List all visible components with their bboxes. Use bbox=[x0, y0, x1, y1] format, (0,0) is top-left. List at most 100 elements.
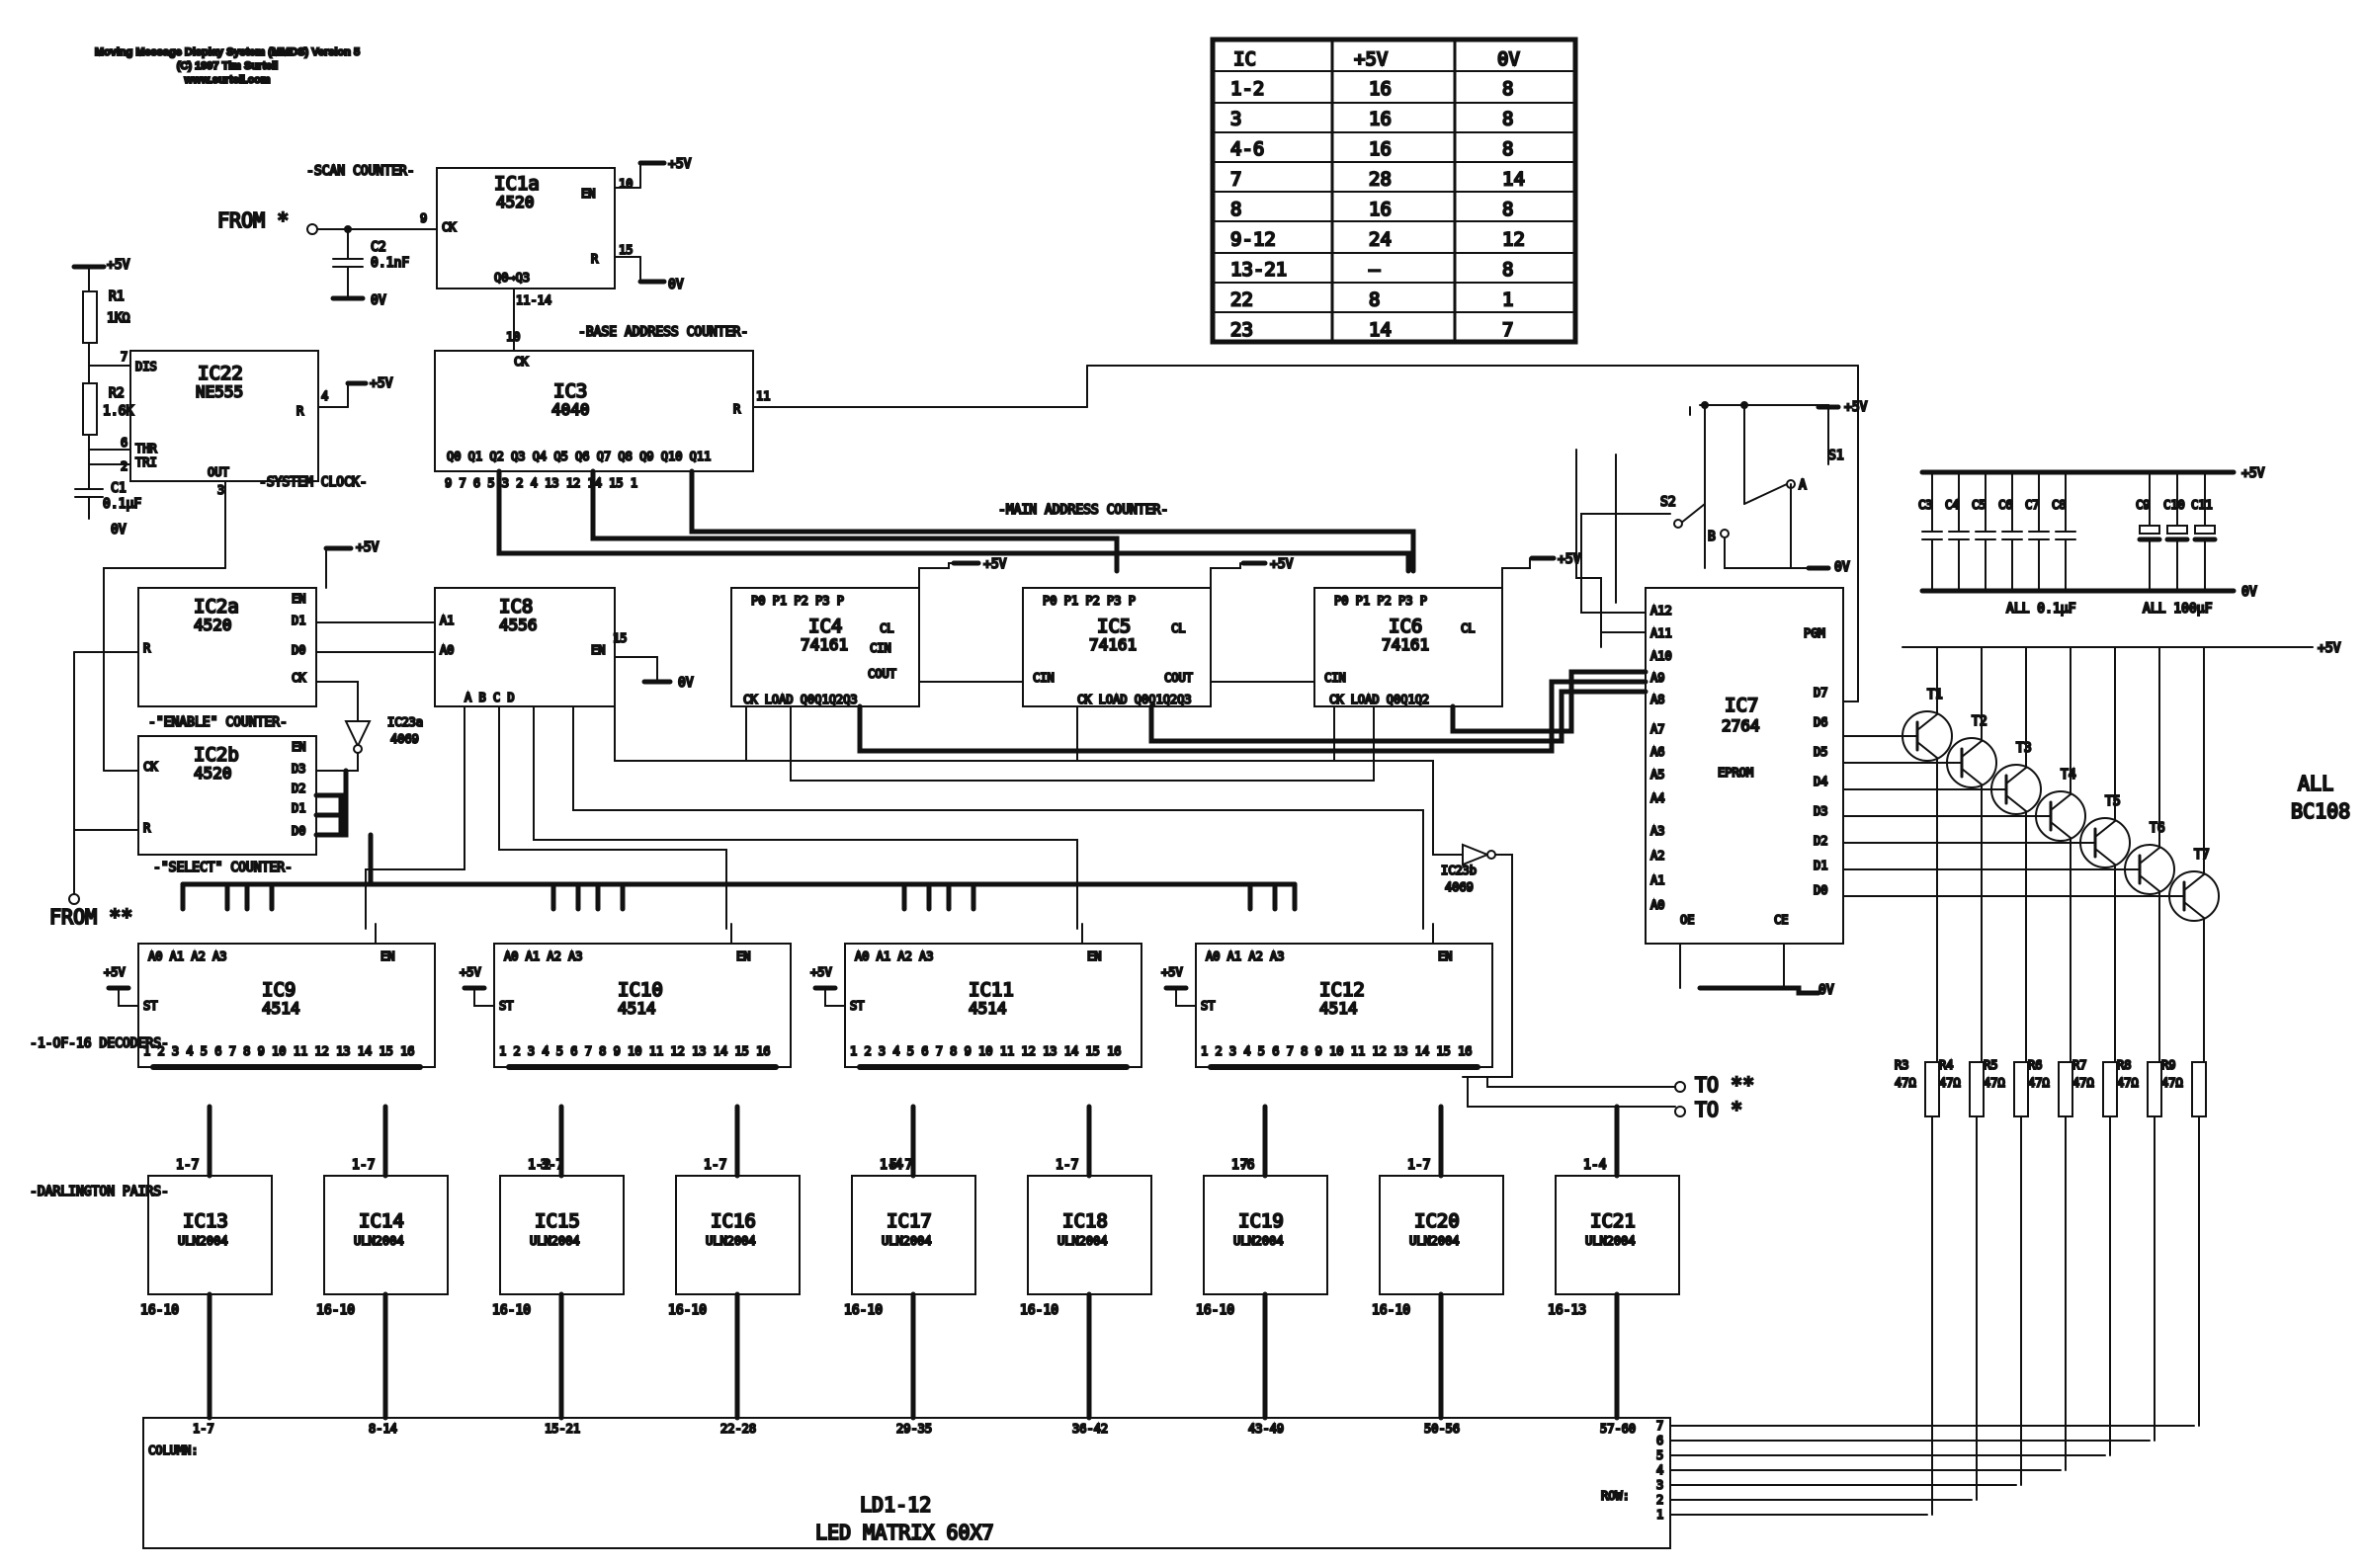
svg-text:P0 P1 P2 P3 P: P0 P1 P2 P3 P bbox=[1043, 594, 1136, 608]
column-range: 36-42 bbox=[1072, 1422, 1108, 1436]
table-cell-5v: 16 bbox=[1369, 78, 1392, 100]
r2-value: 1.6K bbox=[103, 404, 133, 419]
ic7-sub: EPROM bbox=[1718, 766, 1753, 780]
svg-text:+5V: +5V bbox=[370, 376, 393, 391]
cap-label: C3 bbox=[1918, 498, 1932, 512]
ic8-decoder: IC8 4556 A1 A0 EN A B C D 15 bbox=[434, 587, 628, 707]
darlington-name: IC19 bbox=[1238, 1210, 1284, 1232]
svg-text:+5V: +5V bbox=[1270, 557, 1294, 572]
resistor-value: 47Ω bbox=[2117, 1076, 2139, 1090]
transistor-row: T1R347ΩT2R447ΩT3R547ΩT4R647ΩT5R747ΩT6R84… bbox=[1842, 646, 2220, 1516]
r2-label: R2 bbox=[109, 386, 125, 401]
ic6-name: IC6 bbox=[1389, 616, 1422, 637]
svg-text:A7: A7 bbox=[1650, 722, 1664, 736]
darlington-in: 1-6 bbox=[1231, 1158, 1254, 1173]
svg-text:A9: A9 bbox=[1650, 671, 1664, 685]
darlington-in: 1-2 bbox=[528, 1158, 550, 1173]
svg-text:1 2 3 4 5 6 7 8 9 10 11 12 13: 1 2 3 4 5 6 7 8 9 10 11 12 13 14 15 16 bbox=[143, 1044, 415, 1058]
svg-text:CK: CK bbox=[292, 671, 306, 685]
darlington-out: 16-10 bbox=[140, 1303, 179, 1318]
svg-text:CK LOAD Q0Q1Q2Q3: CK LOAD Q0Q1Q2Q3 bbox=[743, 693, 858, 706]
table-cell-0v: 1 bbox=[1502, 289, 1513, 311]
table-cell-ic: 3 bbox=[1230, 109, 1241, 130]
to-star2-label: TO ** bbox=[1695, 1073, 1754, 1097]
svg-text:COUT: COUT bbox=[1164, 671, 1193, 685]
svg-text:D0: D0 bbox=[292, 643, 305, 657]
cap-label: C9 bbox=[2136, 498, 2150, 512]
darlington-in: 1-7 bbox=[352, 1158, 375, 1173]
darlington-in: 1-7 bbox=[1407, 1158, 1430, 1173]
darlington-out: 16-10 bbox=[1372, 1303, 1410, 1318]
ic12-type: 4514 bbox=[1319, 999, 1358, 1018]
table-cell-0v: 8 bbox=[1502, 259, 1513, 281]
cap-label: C5 bbox=[1972, 498, 1986, 512]
svg-text:1 2 3 4 5 6 7 8 9 10 11 12 13: 1 2 3 4 5 6 7 8 9 10 11 12 13 14 15 16 bbox=[850, 1044, 1122, 1058]
svg-text:+5V: +5V bbox=[2318, 641, 2341, 656]
svg-text:15: 15 bbox=[619, 243, 633, 257]
svg-text:+5V: +5V bbox=[2241, 466, 2265, 481]
table-cell-5v: 24 bbox=[1369, 229, 1392, 251]
table-cell-ic: 8 bbox=[1230, 199, 1241, 220]
ic2b-name: IC2b bbox=[194, 744, 239, 766]
ic7-type: 2764 bbox=[1722, 716, 1760, 735]
ic7-eprom: IC7 2764 EPROM A12 A11 A10 A9 A8 A7 A6 A… bbox=[1645, 587, 1844, 945]
darlington-type: ULN2004 bbox=[706, 1234, 756, 1248]
transistor-label: T1 bbox=[1927, 688, 1943, 702]
column-range: 29-35 bbox=[896, 1422, 932, 1436]
svg-text:CIN: CIN bbox=[1324, 671, 1346, 685]
table-cell-5v: 16 bbox=[1369, 199, 1392, 220]
ic8-name: IC8 bbox=[499, 596, 533, 618]
resistor-label: R8 bbox=[2117, 1058, 2131, 1072]
ic3-name: IC3 bbox=[553, 380, 587, 402]
all-cap1: ALL 0.1µF bbox=[2006, 602, 2076, 617]
system-clock-label: -SYSTEM CLOCK- bbox=[259, 475, 368, 490]
row-number: 4 bbox=[1656, 1463, 1663, 1477]
cap-label: C7 bbox=[2025, 498, 2039, 512]
svg-text:THR: THR bbox=[135, 442, 157, 455]
svg-text:CIN: CIN bbox=[870, 641, 891, 655]
svg-text:EN: EN bbox=[1087, 949, 1101, 963]
ic10-type: 4514 bbox=[618, 999, 656, 1018]
column-range: 43-49 bbox=[1248, 1422, 1284, 1436]
ic5-counter: IC5 74161 P0 P1 P2 P3 P CIN CK LOAD Q0Q1… bbox=[1022, 587, 1212, 707]
svg-text:P0 P1 P2 P3 P: P0 P1 P2 P3 P bbox=[1334, 594, 1427, 608]
darlington-name: IC17 bbox=[887, 1210, 932, 1232]
ic11-type: 4514 bbox=[969, 999, 1007, 1018]
table-cell-ic: 4-6 bbox=[1230, 138, 1264, 160]
ic6-counter: IC6 74161 P0 P1 P2 P3 P CIN CK LOAD Q0Q1… bbox=[1313, 587, 1503, 707]
table-cell-5v: 28 bbox=[1369, 169, 1392, 191]
svg-text:Q0→Q3: Q0→Q3 bbox=[494, 271, 530, 285]
svg-text:DIS: DIS bbox=[135, 360, 157, 373]
darlington-name: IC21 bbox=[1590, 1210, 1636, 1232]
svg-text:D0: D0 bbox=[292, 824, 305, 838]
ic3-type: 4040 bbox=[551, 400, 590, 419]
svg-text:A1: A1 bbox=[1650, 873, 1664, 887]
s2-label: S2 bbox=[1660, 495, 1676, 510]
resistor-label: R6 bbox=[2028, 1058, 2042, 1072]
column-range: 1-7 bbox=[193, 1422, 214, 1436]
svg-text:0V: 0V bbox=[1818, 983, 1834, 998]
table-header-ic: IC bbox=[1233, 48, 1256, 70]
svg-text:A12: A12 bbox=[1650, 604, 1672, 618]
cap-label: C4 bbox=[1945, 498, 1959, 512]
from-star-label: FROM * bbox=[217, 208, 289, 232]
resistor-value: 47Ω bbox=[2161, 1076, 2183, 1090]
ic12-name: IC12 bbox=[1319, 979, 1365, 1001]
main-address-label: -MAIN ADDRESS COUNTER- bbox=[998, 503, 1168, 518]
svg-text:A10: A10 bbox=[1650, 649, 1672, 663]
svg-text:+5V: +5V bbox=[1161, 965, 1183, 979]
svg-text:+5V: +5V bbox=[356, 540, 380, 555]
svg-text:0V: 0V bbox=[1834, 560, 1850, 575]
transistor-label: T5 bbox=[2105, 794, 2121, 809]
svg-text:ST: ST bbox=[499, 999, 513, 1013]
ic23a-type: 4069 bbox=[390, 732, 419, 746]
table-header-0v: 0V bbox=[1497, 48, 1520, 70]
header-copyright: (C) 1997 Tim Surtell bbox=[177, 60, 279, 72]
svg-text:D1: D1 bbox=[292, 801, 305, 815]
s1-label: S1 bbox=[1828, 449, 1844, 463]
svg-text:7: 7 bbox=[121, 350, 127, 364]
svg-text:1 2 3 4 5 6 7 8 9 10 11 12 13: 1 2 3 4 5 6 7 8 9 10 11 12 13 14 15 16 bbox=[1201, 1044, 1473, 1058]
darlington-type: ULN2004 bbox=[354, 1234, 404, 1248]
